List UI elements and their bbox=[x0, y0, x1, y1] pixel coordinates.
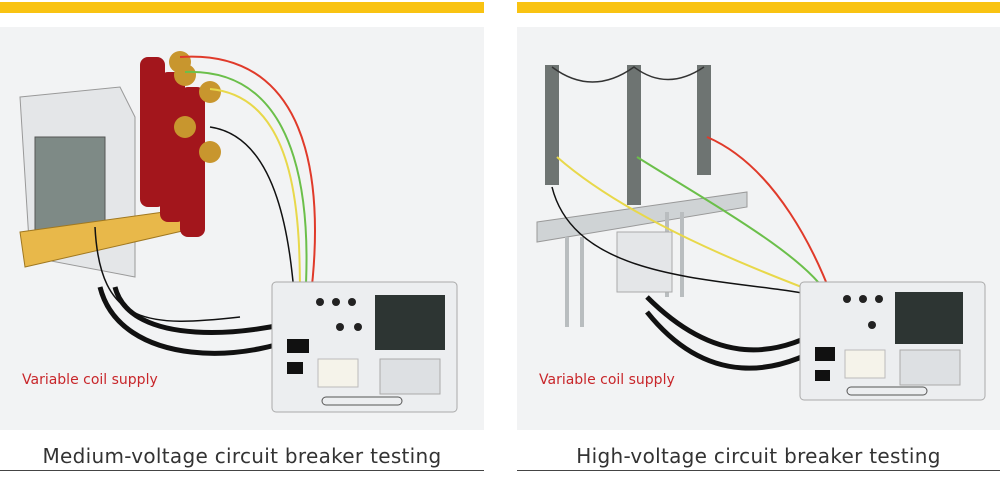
caption-underline bbox=[0, 470, 484, 471]
mv-testing-panel: Variable coil supply Medium-voltage circ… bbox=[0, 0, 484, 482]
caption-underline bbox=[517, 470, 1000, 471]
coil-supply-label: Variable coil supply bbox=[22, 372, 158, 388]
accent-bar bbox=[0, 2, 484, 13]
hv-testing-panel: Variable coil supply High-voltage circui… bbox=[517, 0, 1000, 482]
hv-breaker-illustration bbox=[517, 27, 1000, 430]
mv-breaker-illustration bbox=[0, 27, 484, 430]
accent-bar bbox=[517, 2, 1000, 13]
panel-caption: Medium-voltage circuit breaker testing bbox=[42, 444, 442, 468]
coil-supply-label: Variable coil supply bbox=[539, 372, 675, 388]
panel-caption: High-voltage circuit breaker testing bbox=[576, 444, 941, 468]
